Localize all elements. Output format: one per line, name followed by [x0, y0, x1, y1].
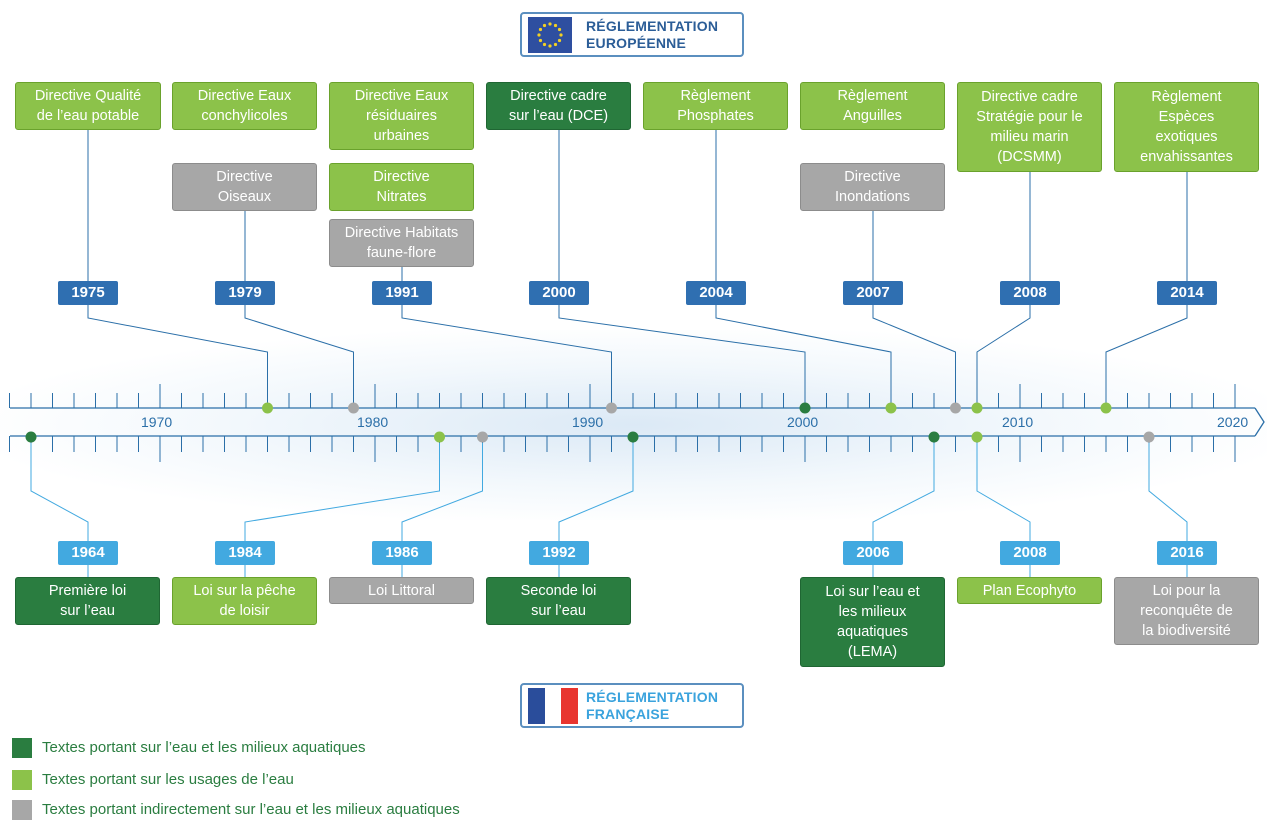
axis-label-1970: 1970 — [141, 414, 173, 430]
fr-connector — [1148, 443, 1188, 541]
fr-box-premiere-loi: Première loi sur l’eau — [15, 577, 160, 625]
legend-swatch-water — [12, 738, 32, 758]
eu-box-inondations: Directive Inondations — [800, 163, 945, 211]
fr-event-dot — [928, 431, 940, 443]
eu-connector — [87, 305, 268, 408]
fr-event-dot — [627, 431, 639, 443]
eu-event-dot — [950, 402, 961, 414]
axis-label-2000: 2000 — [787, 414, 819, 430]
fr-box-peche-loisir: Loi sur la pêche de loisir — [172, 577, 317, 625]
fr-year-2006: 2006 — [843, 541, 903, 565]
fr-year-2008: 2008 — [1000, 541, 1060, 565]
eu-event-dot — [885, 402, 897, 414]
eu-box-phosphates: Règlement Phosphates — [643, 82, 788, 130]
eu-year-1991: 1991 — [372, 281, 432, 305]
fr-box-ecophyto: Plan Ecophyto — [957, 577, 1102, 604]
fr-year-1964: 1964 — [58, 541, 118, 565]
axis-label-2020: 2020 — [1217, 414, 1249, 430]
eu-event-dot — [971, 402, 983, 414]
eu-box-especes-exotiques: Règlement Espèces exotiques envahissante… — [1114, 82, 1259, 172]
eu-box-eaux-residuaires: Directive Eaux résiduaires urbaines — [329, 82, 474, 150]
legend-label-indirect: Textes portant indirectement sur l’eau e… — [42, 801, 460, 818]
legend-swatch-usage — [12, 770, 32, 790]
axis-label-1980: 1980 — [357, 414, 389, 430]
fr-flag-icon — [528, 688, 578, 724]
fr-year-2016: 2016 — [1157, 541, 1217, 565]
eu-box-habitats: Directive Habitats faune-flore — [329, 219, 474, 267]
fr-event-dot — [25, 431, 37, 443]
eu-year-1975: 1975 — [58, 281, 118, 305]
eu-box-anguilles: Règlement Anguilles — [800, 82, 945, 130]
fr-year-1986: 1986 — [372, 541, 432, 565]
eu-year-2014: 2014 — [1157, 281, 1217, 305]
eu-regulation-badge: RÉGLEMENTATION EUROPÉENNE — [520, 12, 744, 57]
eu-year-1979: 1979 — [215, 281, 275, 305]
fr-box-seconde-loi: Seconde loi sur l’eau — [486, 577, 631, 625]
axis-arrow-icon — [1254, 407, 1265, 437]
axis-label-1990: 1990 — [572, 414, 604, 430]
fr-event-dot — [1143, 431, 1155, 443]
eu-flag-icon — [528, 17, 572, 53]
eu-box-eaux-conchylicoles: Directive Eaux conchylicoles — [172, 82, 317, 130]
eu-event-dot — [1100, 402, 1112, 414]
fr-title-line2: FRANÇAISE — [586, 706, 670, 722]
eu-year-2008: 2008 — [1000, 281, 1060, 305]
eu-connector — [715, 305, 892, 408]
legend-label-usage: Textes portant sur les usages de l’eau — [42, 771, 294, 788]
eu-connector — [976, 305, 1031, 408]
legend-swatch-indirect — [12, 800, 32, 820]
eu-connector — [1105, 305, 1188, 408]
fr-box-loi-littoral: Loi Littoral — [329, 577, 474, 604]
fr-regulation-badge: RÉGLEMENTATION FRANÇAISE — [520, 683, 744, 728]
eu-connector — [244, 305, 354, 408]
fr-year-1984: 1984 — [215, 541, 275, 565]
eu-year-2000: 2000 — [529, 281, 589, 305]
fr-event-dot — [477, 431, 488, 443]
eu-box-dcsmm: Directive cadre Stratégie pour le milieu… — [957, 82, 1102, 172]
fr-connector — [558, 443, 634, 541]
fr-box-biodiversite: Loi pour la reconquête de la biodiversit… — [1114, 577, 1259, 645]
eu-connector — [872, 305, 956, 408]
eu-year-2007: 2007 — [843, 281, 903, 305]
eu-box-oiseaux: Directive Oiseaux — [172, 163, 317, 211]
eu-box-nitrates: Directive Nitrates — [329, 163, 474, 211]
eu-event-dot — [606, 402, 617, 414]
eu-event-dot — [262, 402, 273, 414]
fr-year-1992: 1992 — [529, 541, 589, 565]
eu-event-dot — [799, 402, 811, 414]
fr-box-lema: Loi sur l’eau et les milieux aquatiques … — [800, 577, 945, 667]
axis-label-2010: 2010 — [1002, 414, 1034, 430]
eu-year-2004: 2004 — [686, 281, 746, 305]
fr-connector — [976, 443, 1031, 541]
legend-label-water: Textes portant sur l’eau et les milieux … — [42, 739, 366, 756]
eu-title-line2: EUROPÉENNE — [586, 35, 687, 51]
eu-box-qualite-eau-potable: Directive Qualité de l’eau potable — [15, 82, 161, 130]
fr-event-dot — [971, 431, 983, 443]
eu-connector — [558, 305, 806, 408]
eu-title-line1: RÉGLEMENTATION — [586, 18, 719, 34]
fr-connector — [401, 443, 483, 541]
fr-connector — [30, 443, 89, 541]
fr-connector — [244, 443, 440, 541]
eu-box-dce: Directive cadre sur l’eau (DCE) — [486, 82, 631, 130]
fr-title-line1: RÉGLEMENTATION — [586, 689, 719, 705]
fr-event-dot — [434, 431, 445, 443]
eu-event-dot — [348, 402, 359, 414]
eu-connector — [401, 305, 612, 408]
fr-connector — [872, 443, 935, 541]
